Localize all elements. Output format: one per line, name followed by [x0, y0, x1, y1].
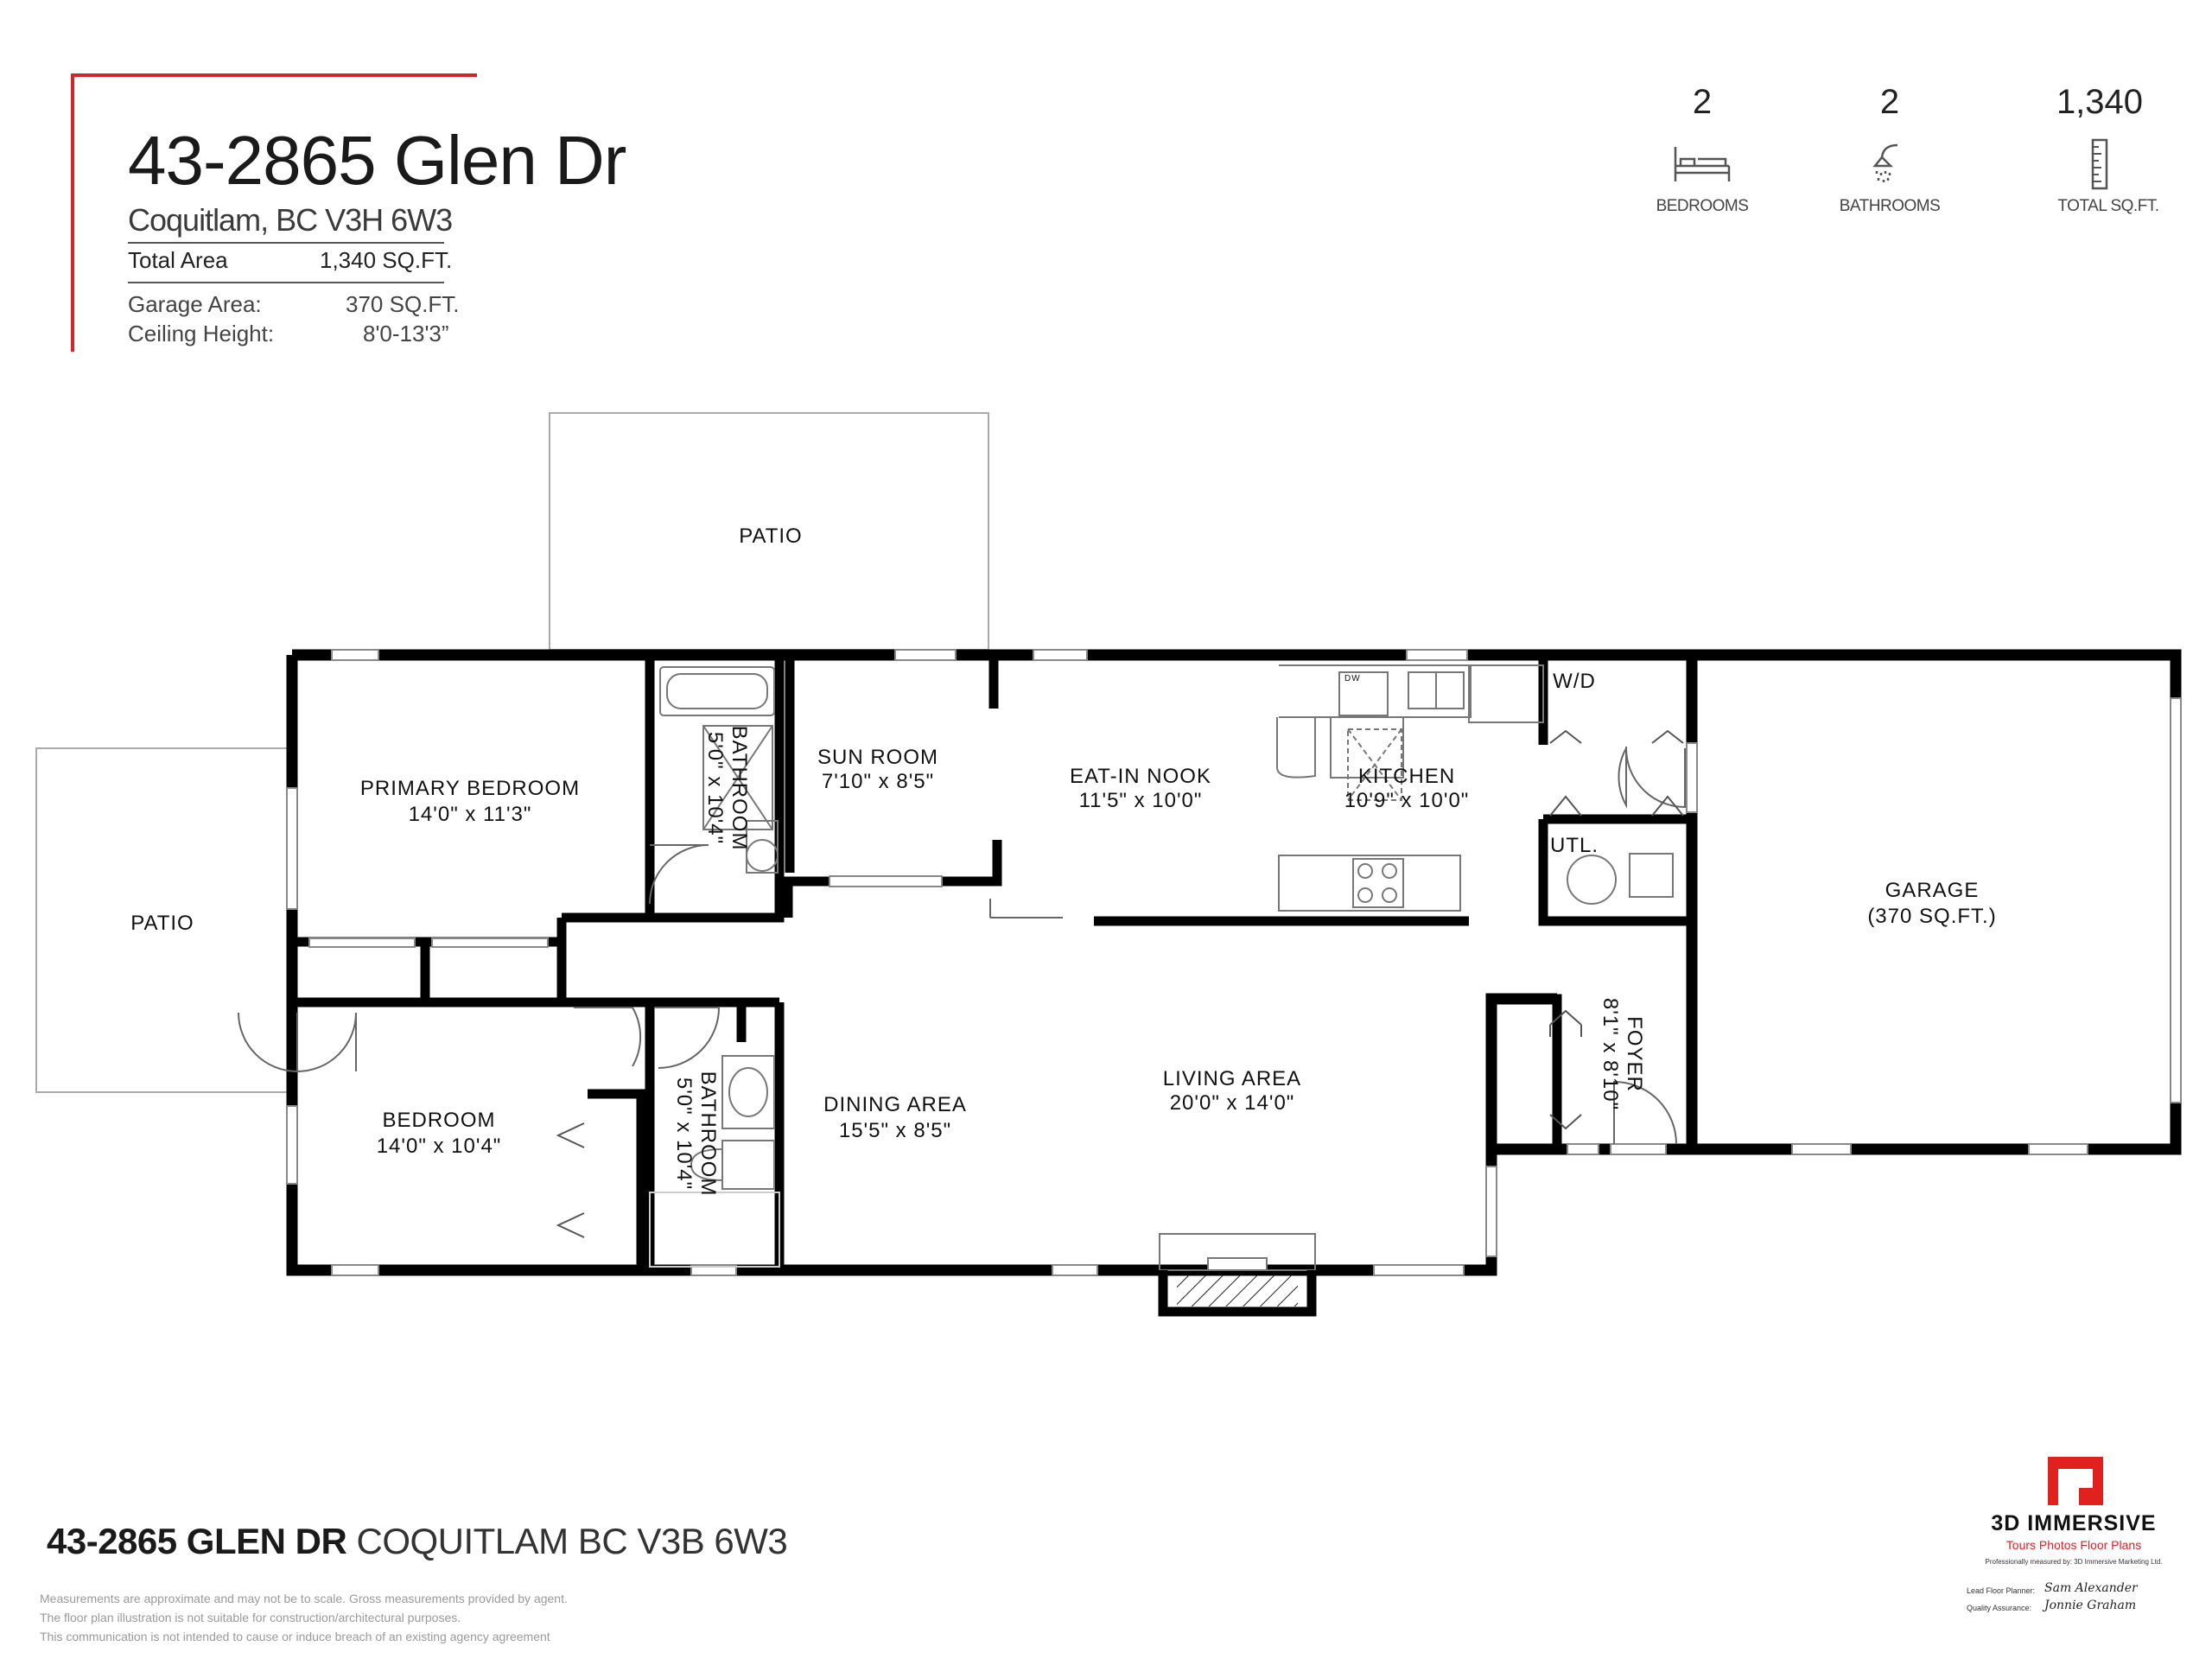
doors — [238, 747, 1686, 1145]
eat-in-nook-dims: 11'5" x 10'0" — [1079, 789, 1203, 812]
patio-left-label: PATIO — [130, 912, 194, 935]
header-divider — [128, 242, 444, 244]
brand-tagline: Tours Photos Floor Plans — [2005, 1538, 2142, 1552]
bedroom-dims: 14'0" x 10'4" — [377, 1135, 502, 1158]
utility-fixtures — [1567, 853, 1674, 905]
footer-address: 43-2865 GLEN DR COQUITLAM BC V3B 6W3 — [47, 1521, 788, 1562]
bathroom2-fixtures — [649, 1055, 780, 1268]
header-accent-bar — [71, 73, 477, 77]
disclaimer-line: This communication is not intended to ca… — [40, 1630, 550, 1643]
dining-area-dims: 15'5" x 8'5" — [839, 1119, 951, 1142]
garage-dims: (370 SQ.FT.) — [1867, 905, 1996, 928]
garage-area-value: 370 SQ.FT. — [346, 291, 460, 317]
bedroom-label: BEDROOMS — [1656, 197, 1749, 215]
windows — [286, 649, 2182, 1276]
shower-icon — [1872, 143, 1898, 182]
sun-room-name: SUN ROOM — [817, 746, 938, 769]
total-area-label: Total Area — [128, 247, 228, 273]
bathroom2-dims: 5'0" x 10'4" — [672, 1077, 696, 1190]
kitchen-fixtures — [1276, 664, 1544, 912]
footer-address-city: COQUITLAM BC V3B 6W3 — [356, 1521, 788, 1561]
header-accent-bar-vertical — [71, 73, 74, 352]
bifold-doors — [556, 729, 1684, 1238]
sqft-label: TOTAL SQ.FT. — [2057, 197, 2159, 215]
bedroom-count: 2 — [1692, 83, 1713, 121]
header-divider — [128, 282, 444, 283]
ceiling-height-value: 8'0-13'3” — [363, 321, 449, 346]
disclaimer-line: The floor plan illustration is not suita… — [40, 1611, 461, 1624]
primary-bedroom-dims: 14'0" x 11'3" — [409, 803, 532, 826]
page-subtitle: Coquitlam, BC V3H 6W3 — [128, 202, 453, 238]
eat-in-nook-name: EAT-IN NOOK — [1070, 765, 1211, 788]
footer-address-street: 43-2865 GLEN DR — [47, 1521, 347, 1561]
bathroom-label: BATHROOMS — [1839, 197, 1941, 215]
dishwasher-label: DW — [1344, 674, 1361, 683]
brand-measured-by: Professionally measured by: 3D Immersive… — [1985, 1558, 2163, 1566]
foyer-dims: 8'1" x 8'10" — [1599, 998, 1622, 1110]
planner-signature: Sam Alexander — [2044, 1581, 2138, 1595]
garage-area-label: Garage Area: — [128, 291, 262, 317]
brand-name: 3D IMMERSIVE — [1991, 1511, 2157, 1535]
kitchen-name: KITCHEN — [1358, 765, 1455, 788]
qa-signature: Jonnie Graham — [2044, 1599, 2137, 1612]
bedroom-name: BEDROOM — [382, 1109, 495, 1132]
qa-label: Quality Assurance: — [1967, 1604, 2032, 1612]
page-title: 43-2865 Glen Dr — [128, 122, 626, 199]
foyer-name: FOYER — [1623, 1016, 1646, 1092]
ruler-icon — [2091, 138, 2108, 190]
total-area-value: 1,340 SQ.FT. — [320, 247, 453, 273]
bed-icon — [1674, 147, 1731, 181]
patio-top-label: PATIO — [739, 524, 802, 548]
bathroom1-dims: 5'0" x 10'4" — [703, 732, 727, 844]
bathroom1-fixtures — [659, 666, 779, 874]
exterior-walls — [286, 649, 2182, 1276]
washer-dryer-label: W/D — [1553, 670, 1596, 693]
bathroom-count: 2 — [1879, 83, 1900, 121]
dining-area-name: DINING AREA — [823, 1093, 967, 1116]
bathroom2-name: BATHROOM — [696, 1071, 720, 1197]
living-area-name: LIVING AREA — [1163, 1067, 1301, 1090]
disclaimer-line: Measurements are approximate and may not… — [40, 1592, 568, 1605]
planner-label: Lead Floor Planner: — [1967, 1586, 2036, 1595]
garage-name: GARAGE — [1885, 879, 1980, 902]
interior-walls — [292, 657, 1692, 1270]
ceiling-height-label: Ceiling Height: — [128, 321, 275, 346]
bathroom1-name: BATHROOM — [728, 726, 751, 851]
sun-room-dims: 7'10" x 8'5" — [822, 770, 934, 793]
kitchen-dims: 10'9" x 10'0" — [1344, 789, 1470, 812]
brand-logo-icon — [2048, 1457, 2103, 1505]
living-area-dims: 20'0" x 14'0" — [1170, 1091, 1295, 1115]
primary-bedroom-name: PRIMARY BEDROOM — [360, 777, 580, 800]
utility-label: UTL. — [1550, 834, 1599, 857]
fireplace — [1158, 1233, 1317, 1317]
sqft-count: 1,340 — [2056, 83, 2144, 121]
